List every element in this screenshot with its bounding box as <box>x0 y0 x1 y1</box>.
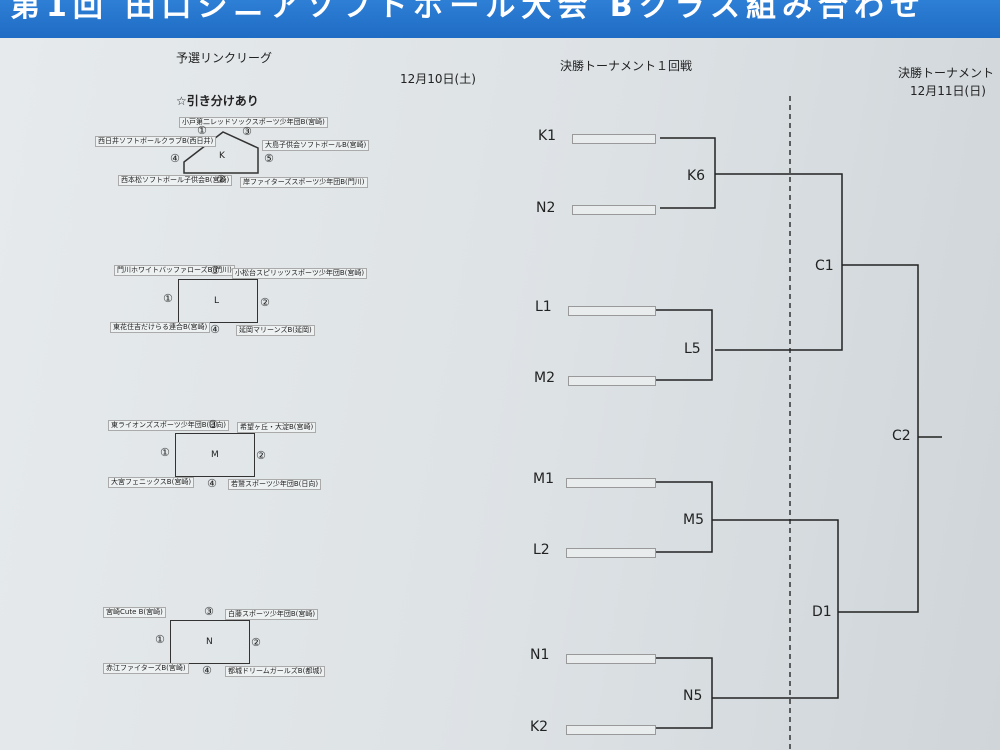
group-l-box <box>178 279 258 323</box>
league-date: 12月10日(土) <box>400 72 476 86</box>
k-num-2: ② <box>216 173 226 186</box>
team-k4: 西本松ソフトボール子供会B(宮崎) <box>118 175 233 186</box>
team-n3: 赤江ファイターズB(宮崎) <box>103 663 189 674</box>
team-m2: 希望ヶ丘・大淀B(宮崎) <box>237 422 317 433</box>
seed-label: K1 <box>538 128 557 144</box>
team-n4: 都城ドリームガールズB(都城) <box>225 666 326 677</box>
league-note: ☆引き分けあり <box>176 94 259 108</box>
group-k-label: K <box>219 151 225 161</box>
team-m3: 大宮フェニックスB(宮崎) <box>108 477 195 488</box>
l-num-2: ② <box>260 296 270 309</box>
group-l-label: L <box>214 296 220 306</box>
seed-entry-slot <box>566 548 656 558</box>
team-k1: 小戸第二レッドソックスポーツ少年団B(宮崎) <box>179 117 328 128</box>
match-m5: M5 <box>683 512 704 528</box>
semi-c1: C1 <box>815 258 834 274</box>
m-num-2: ② <box>256 449 266 462</box>
banner-text: 第1回 田口シニアソフトボール大会 Bクラス組み合わせ <box>10 0 927 24</box>
seed-entry-slot <box>572 205 656 215</box>
final-c2: C2 <box>892 428 911 444</box>
seed-entry-slot <box>566 725 656 735</box>
n-num-1: ① <box>155 633 165 646</box>
m-num-4: ④ <box>207 477 217 490</box>
seed-label: N2 <box>536 200 556 216</box>
seed-entry-slot <box>568 376 656 386</box>
seed-label: K2 <box>530 719 549 735</box>
match-k6: K6 <box>687 168 706 184</box>
team-k3: 大島子供会ソフトボールB(宮崎) <box>262 140 370 151</box>
event-banner: 第1回 田口シニアソフトボール大会 Bクラス組み合わせ <box>0 0 1000 38</box>
k-num-5: ⑤ <box>264 152 274 165</box>
k-num-1: ① <box>197 124 207 137</box>
round1-connectors <box>655 137 942 729</box>
m-num-3: ③ <box>208 418 218 431</box>
league-title: 予選リンクリーグ <box>176 51 273 65</box>
group-m-label: M <box>211 450 219 460</box>
match-n5: N5 <box>683 688 703 704</box>
seed-label: N1 <box>530 647 550 663</box>
n-num-2: ② <box>251 636 261 649</box>
seed-label: M2 <box>534 370 555 386</box>
m-num-1: ① <box>160 446 170 459</box>
seed-entry-slot <box>566 478 656 488</box>
group-m-box <box>175 433 255 477</box>
match-l5: L5 <box>684 341 701 357</box>
team-k2: 西日井ソフトボールクラブB(西日井) <box>95 136 217 147</box>
round1-title: 決勝トーナメント１回戦 <box>560 59 693 73</box>
team-n2: 白藤スポーツ少年団B(宮崎) <box>225 609 319 620</box>
round2-title: 決勝トーナメント <box>898 66 995 80</box>
n-num-3: ③ <box>204 605 214 618</box>
n-num-4: ④ <box>202 664 212 677</box>
seed-entry-slot <box>566 654 656 664</box>
k-num-4: ④ <box>170 152 180 165</box>
group-n-box <box>170 620 250 664</box>
seed-entry-slot <box>572 134 656 144</box>
l-num-1: ① <box>163 292 173 305</box>
team-l4: 延岡マリーンズB(延岡) <box>236 325 315 336</box>
group-n-label: N <box>206 637 213 647</box>
team-m4: 若鷲スポーツ少年団B(日向) <box>228 479 322 490</box>
seed-label: L2 <box>533 542 550 558</box>
team-n1: 宮崎Cute B(宮崎) <box>103 607 166 618</box>
round2-date: 12月11日(日) <box>910 84 986 98</box>
semi-d1: D1 <box>812 604 832 620</box>
seed-label: L1 <box>535 299 552 315</box>
seed-label: M1 <box>533 471 554 487</box>
team-l2: 小松台スピリッツスポーツ少年団B(宮崎) <box>232 268 368 279</box>
team-l3: 東花住吉だけらる連合B(宮崎) <box>110 322 211 333</box>
k-num-3: ③ <box>242 125 252 138</box>
team-m1: 東ライオンズスポーツ少年団B(日向) <box>108 420 229 431</box>
l-num-3: ③ <box>210 264 220 277</box>
seed-entry-slot <box>568 306 656 316</box>
l-num-4: ④ <box>210 323 220 336</box>
team-k5: 岸ファイターズスポーツ少年団B(門川) <box>240 177 368 188</box>
